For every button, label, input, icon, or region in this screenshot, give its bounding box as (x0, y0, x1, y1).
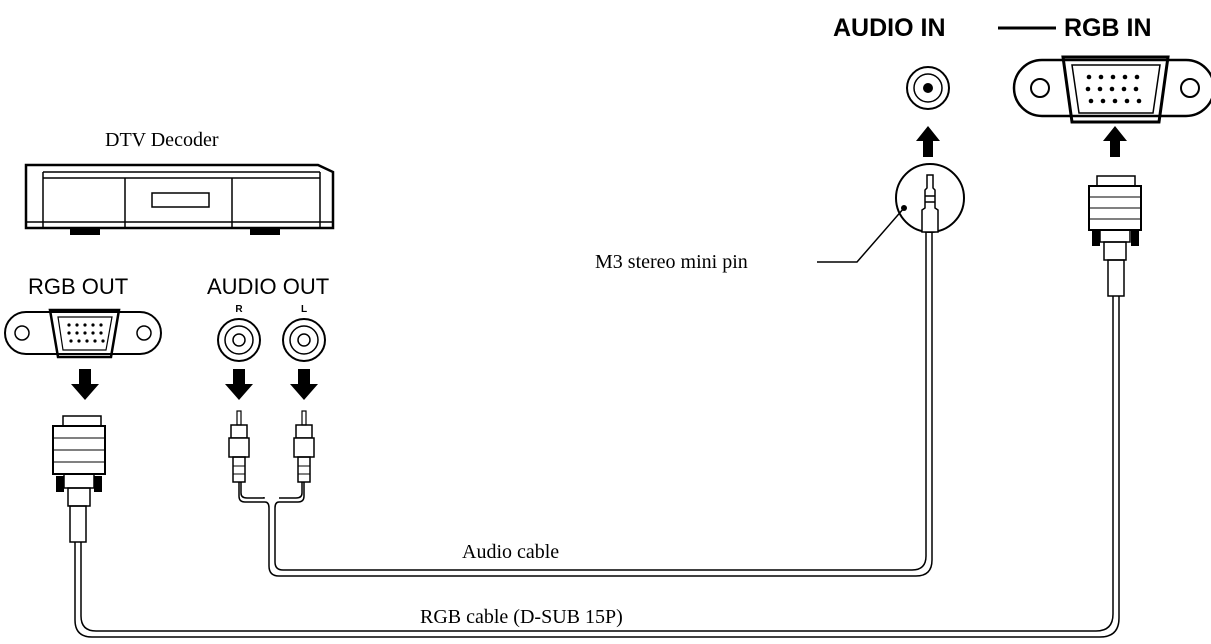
audio-cable (238, 232, 933, 577)
audio-out-jack-r (217, 318, 261, 362)
rgb-out-label: RGB OUT (28, 274, 128, 299)
audio-out-label: AUDIO OUT (207, 274, 329, 299)
dsub-plug-left (52, 415, 106, 543)
arrow-up-icon (916, 126, 940, 157)
rca-plug-l (293, 410, 315, 483)
audio-in-jack (906, 66, 950, 110)
stereo-mini-plug (895, 163, 965, 233)
dsub-plug-right (1088, 175, 1142, 297)
audio-in-label: AUDIO IN (833, 14, 946, 42)
arrow-down-icon (225, 369, 253, 400)
arrow-down-icon (290, 369, 318, 400)
channel-r-label: R (235, 304, 243, 315)
channel-l-label: L (301, 304, 307, 315)
rgb-cable (74, 296, 1120, 638)
rgb-cable-label: RGB cable (D-SUB 15P) (420, 606, 623, 628)
rgb-in-port (1012, 55, 1211, 124)
m3-pin-label: M3 stereo mini pin (595, 251, 748, 273)
arrow-up-icon (1103, 126, 1127, 157)
dtv-decoder-box (24, 163, 335, 235)
rgb-in-label: RGB IN (1064, 14, 1152, 42)
rca-plug-r (228, 410, 250, 483)
arrow-down-icon (71, 369, 99, 400)
m3-pin-leader (817, 207, 905, 263)
audio-cable-label: Audio cable (462, 541, 559, 563)
dtv-decoder-label: DTV Decoder (105, 129, 219, 151)
audio-out-jack-l (282, 318, 326, 362)
rgb-out-port (4, 308, 162, 359)
